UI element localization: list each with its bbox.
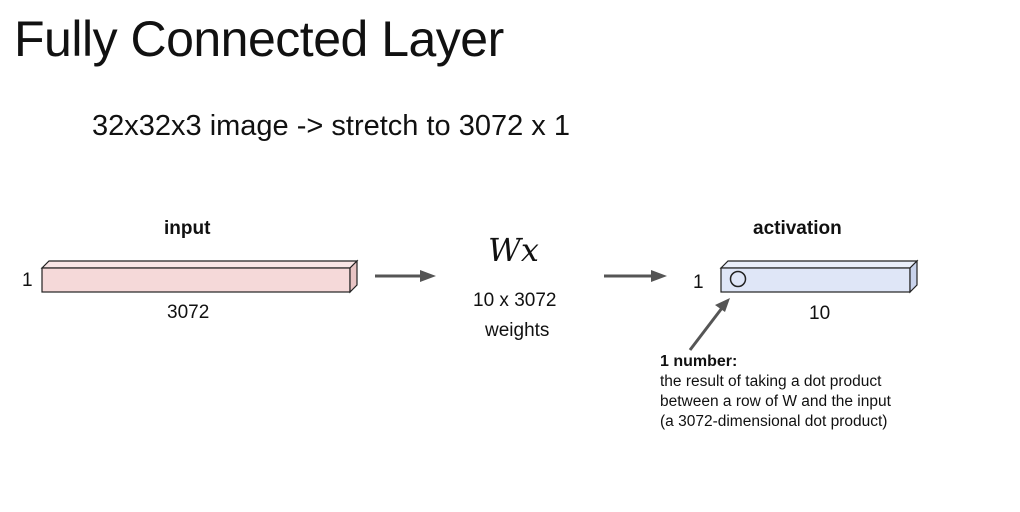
activation-width-label: 10 bbox=[809, 303, 831, 324]
note-heading: 1 number: bbox=[660, 353, 738, 370]
note-line-2: between a row of W and the input bbox=[660, 393, 891, 410]
input-height-label: 1 bbox=[22, 270, 33, 291]
dot-product-note: 1 number: the result of taking a dot pro… bbox=[660, 352, 1000, 432]
arrow-input-to-weights bbox=[375, 270, 436, 282]
activation-height-label: 1 bbox=[693, 272, 704, 293]
subtitle: 32x32x3 image -> stretch to 3072 x 1 bbox=[92, 110, 570, 142]
note-line-1: the result of taking a dot product bbox=[660, 373, 882, 390]
weights-formula: Wx bbox=[488, 231, 539, 269]
activation-heading: activation bbox=[753, 218, 842, 239]
activation-box-front bbox=[720, 267, 911, 293]
note-pointer-arrow bbox=[688, 298, 730, 351]
page-title: Fully Connected Layer bbox=[14, 11, 504, 67]
input-box-side bbox=[349, 259, 358, 294]
single-neuron-circle bbox=[729, 270, 747, 288]
input-box-top bbox=[40, 260, 359, 269]
activation-vector-box bbox=[719, 259, 919, 294]
activation-box-top bbox=[719, 260, 919, 269]
arrow-weights-to-activation bbox=[604, 270, 667, 282]
input-box-front bbox=[41, 267, 351, 293]
note-line-3: (a 3072-dimensional dot product) bbox=[660, 413, 888, 430]
input-heading: input bbox=[164, 218, 211, 239]
input-width-label: 3072 bbox=[167, 302, 210, 323]
input-vector-box bbox=[40, 259, 359, 294]
weights-label: weights bbox=[485, 320, 550, 341]
activation-box-side bbox=[909, 259, 918, 294]
weights-dims: 10 x 3072 bbox=[473, 290, 557, 311]
